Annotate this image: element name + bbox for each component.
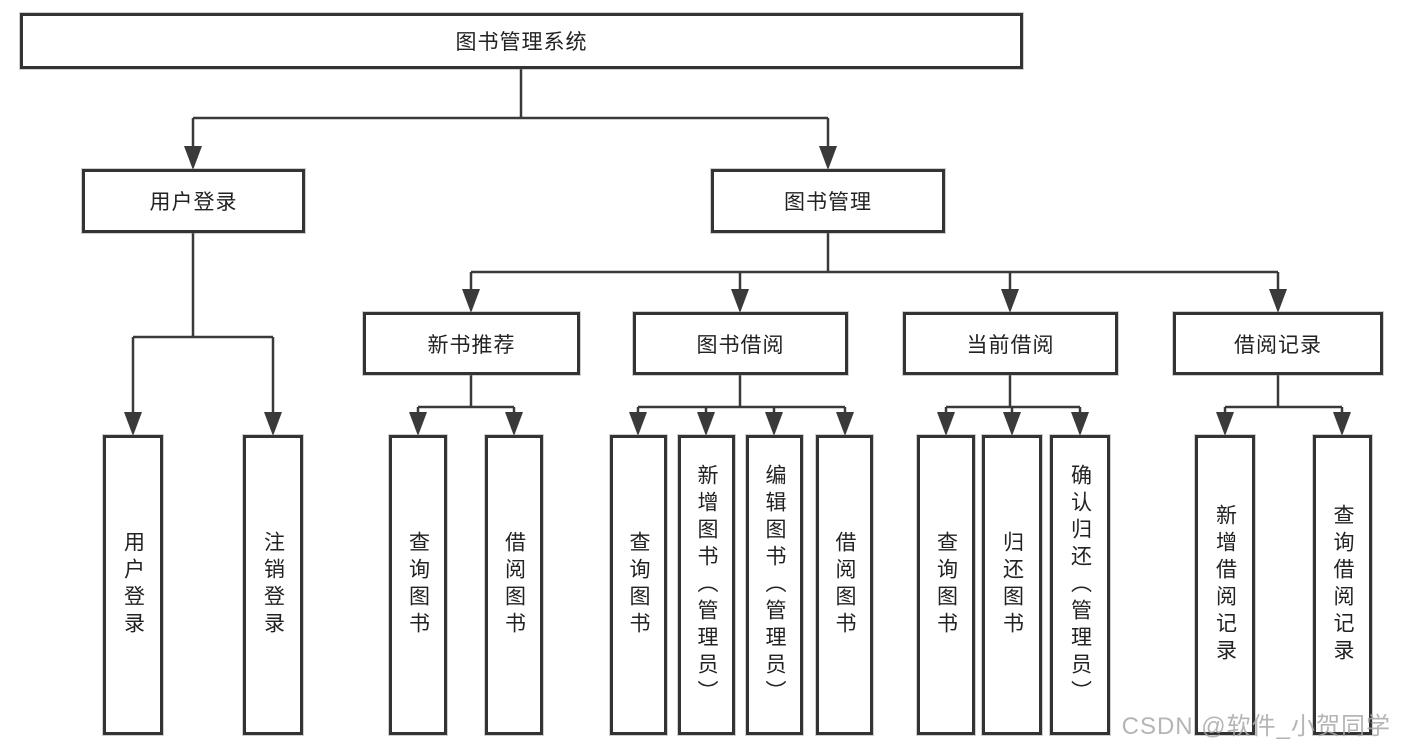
leaf-bb-add-books: 新增图书（管理员） [678, 435, 735, 735]
node-book-borrowing-label: 图书借阅 [696, 333, 785, 357]
node-book-management: 图书管理 [711, 169, 945, 233]
leaf-bb-edit-books-label: 编辑图书（管理员） [763, 463, 786, 707]
arrow-down-icon [124, 146, 1351, 436]
node-new-book-recommend: 新书推荐 [363, 312, 580, 375]
leaf-nb-query-books: 查询图书 [389, 435, 447, 735]
leaf-bb-add-books-label: 新增图书（管理员） [695, 463, 718, 707]
node-book-management-label: 图书管理 [784, 191, 872, 214]
leaf-cb-query-books: 查询图书 [917, 435, 975, 735]
node-root: 图书管理系统 [20, 13, 1023, 69]
leaf-br-add-record: 新增借阅记录 [1195, 435, 1255, 735]
leaf-bb-borrow-books-label: 借阅图书 [833, 531, 856, 639]
node-user-login: 用户登录 [82, 169, 305, 233]
leaf-user-login: 用户登录 [103, 435, 163, 735]
leaf-nb-borrow-books-label: 借阅图书 [502, 531, 526, 639]
node-current-borrowing-label: 当前借阅 [966, 333, 1055, 357]
leaf-br-add-record-label: 新增借阅记录 [1213, 504, 1237, 666]
node-new-book-recommend-label: 新书推荐 [427, 333, 516, 357]
leaf-logout-label: 注销登录 [261, 531, 285, 639]
leaf-cb-confirm-return-label: 确认归还（管理员） [1068, 463, 1092, 707]
node-current-borrowing: 当前借阅 [903, 312, 1118, 375]
leaf-bb-query-books-label: 查询图书 [627, 531, 650, 639]
leaf-nb-query-books-label: 查询图书 [406, 531, 430, 639]
leaf-bb-query-books: 查询图书 [610, 435, 667, 735]
node-borrowing-records-label: 借阅记录 [1234, 333, 1322, 357]
node-root-label: 图书管理系统 [455, 31, 588, 54]
leaf-bb-borrow-books: 借阅图书 [816, 435, 873, 735]
leaf-br-query-record-label: 查询借阅记录 [1331, 504, 1354, 666]
leaf-cb-confirm-return: 确认归还（管理员） [1050, 435, 1110, 735]
leaf-cb-return-books: 归还图书 [982, 435, 1042, 735]
leaf-nb-borrow-books: 借阅图书 [485, 435, 543, 735]
node-borrowing-records: 借阅记录 [1173, 312, 1383, 375]
node-book-borrowing: 图书借阅 [633, 312, 848, 375]
leaf-logout: 注销登录 [243, 435, 303, 735]
node-user-login-label: 用户登录 [149, 191, 238, 214]
leaf-user-login-label: 用户登录 [121, 531, 145, 639]
leaf-bb-edit-books: 编辑图书（管理员） [746, 435, 803, 735]
leaf-cb-query-books-label: 查询图书 [934, 531, 958, 639]
leaf-br-query-record: 查询借阅记录 [1313, 435, 1372, 735]
leaf-cb-return-books-label: 归还图书 [1000, 531, 1024, 639]
